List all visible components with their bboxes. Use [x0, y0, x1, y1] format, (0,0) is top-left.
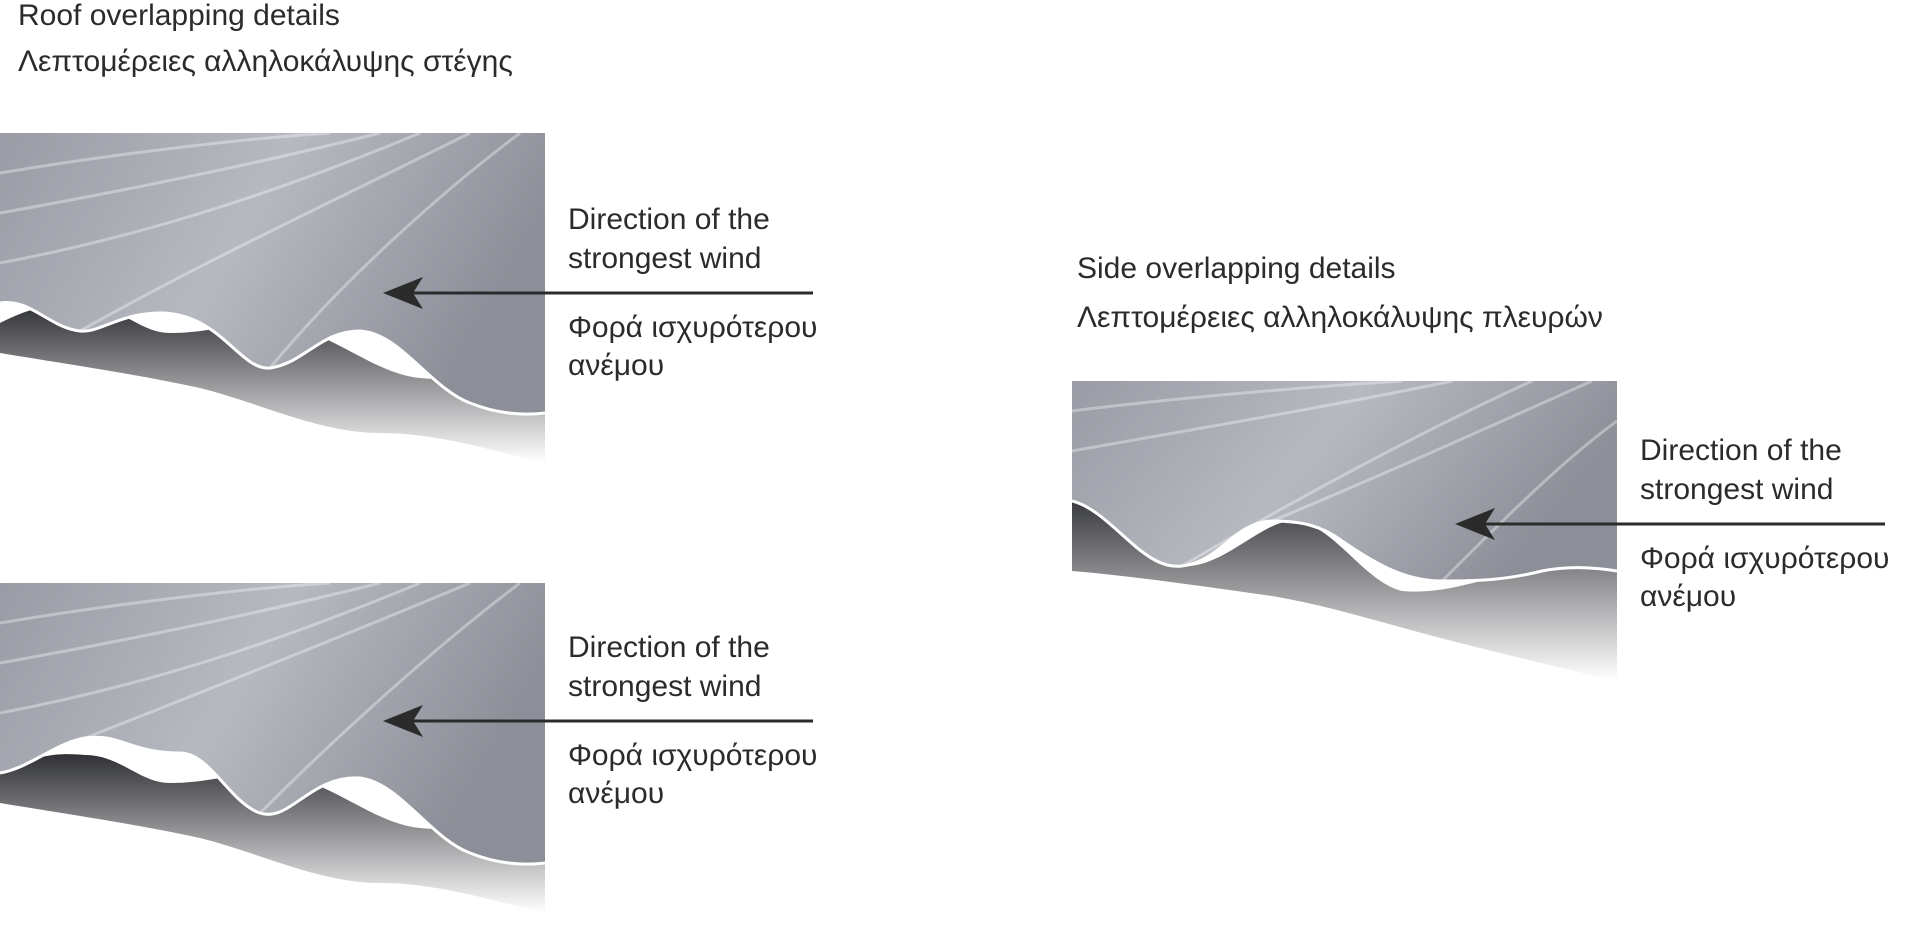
roof-overlap-sheet-bottom — [0, 583, 545, 913]
sheet-surface — [0, 583, 545, 865]
wind-label-el-line2: ανέμου — [568, 777, 665, 810]
wind-label-en-line2: strongest wind — [568, 670, 762, 703]
sheet-edge — [0, 300, 545, 416]
wind-label-el-line2: ανέμου — [1640, 580, 1737, 613]
arrow-head — [383, 277, 423, 309]
wind-direction-arrow — [383, 277, 813, 309]
sheet-ridges — [1072, 381, 1617, 583]
roof-section-title-en: Roof overlapping details — [18, 0, 340, 32]
side-section-title-en: Side overlapping details — [1077, 252, 1396, 285]
roof-section-title-el: Λεπτομέρειες αλληλοκάλυψης στέγης — [18, 45, 513, 78]
sheet-surface — [0, 133, 545, 415]
arrow-head — [383, 705, 423, 737]
sheet-shadow — [0, 754, 545, 913]
wind-label-en-line2: strongest wind — [568, 242, 762, 275]
wind-direction-arrow — [1455, 508, 1885, 540]
wind-label-en-line1: Direction of the — [1640, 434, 1842, 467]
sheet-edge — [0, 735, 545, 866]
wind-label-el-line2: ανέμου — [568, 349, 665, 382]
sheet-ridges — [0, 133, 521, 369]
sheet-ridges — [0, 583, 521, 815]
sheet-edge — [1072, 499, 1617, 583]
arrow-head — [1455, 508, 1495, 540]
wind-label-el-line1: Φορά ισχυρότερου — [568, 739, 818, 772]
wind-label-el-line1: Φορά ισχυρότερου — [568, 311, 818, 344]
wind-label-en-line1: Direction of the — [568, 631, 770, 664]
roof-overlap-sheet-top — [0, 133, 545, 463]
side-section-title-el: Λεπτομέρειες αλληλοκάλυψης πλευρών — [1077, 301, 1603, 334]
sheet-shadow — [1072, 491, 1617, 681]
wind-direction-arrow — [383, 705, 813, 737]
wind-label-el-line1: Φορά ισχυρότερου — [1640, 542, 1890, 575]
wind-label-en-line1: Direction of the — [568, 203, 770, 236]
wind-label-en-line2: strongest wind — [1640, 473, 1834, 506]
sheet-shadow — [0, 304, 545, 463]
